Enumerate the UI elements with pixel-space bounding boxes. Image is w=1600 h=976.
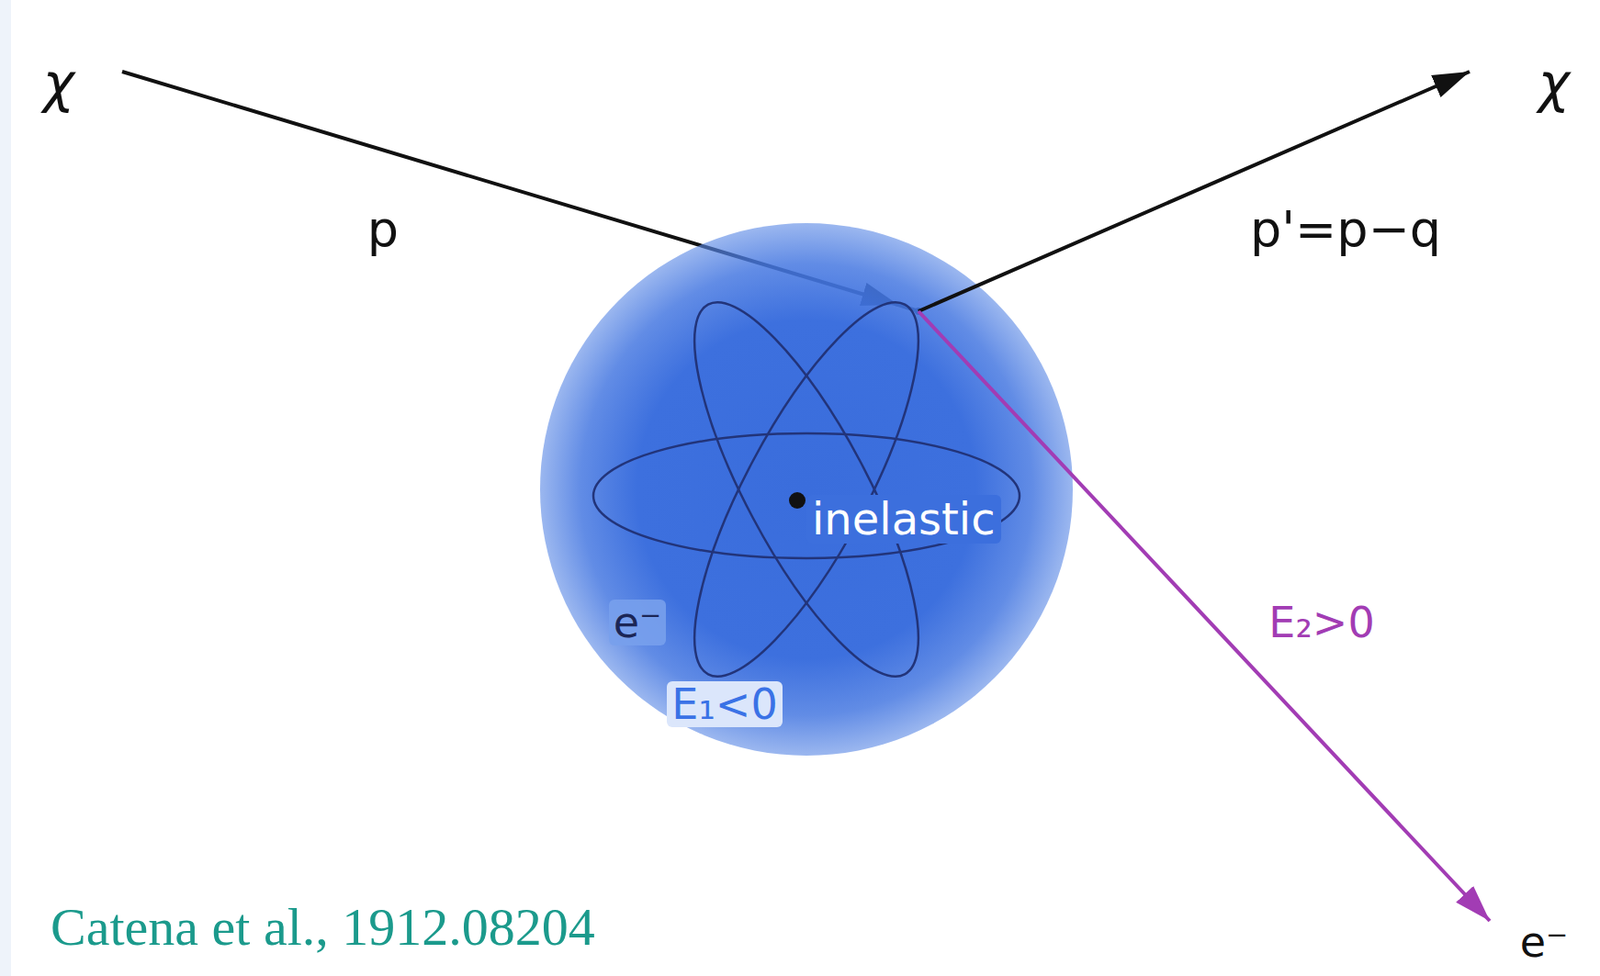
ejected-electron-line xyxy=(918,311,1490,922)
orbit xyxy=(654,276,959,704)
citation: Catena et al., 1912.08204 xyxy=(50,898,596,958)
electron-orbits xyxy=(540,223,1073,756)
outgoing-dm-line xyxy=(918,71,1470,312)
orbit xyxy=(654,276,959,704)
particle-symbol: χ xyxy=(1538,55,1570,114)
momentum-label: p xyxy=(367,202,399,257)
energy-label: E₁<0 xyxy=(666,681,782,729)
atom-cloud: inelastic xyxy=(540,223,1073,756)
process-label: inelastic xyxy=(806,495,1002,544)
electron-label: e⁻ xyxy=(1520,919,1569,967)
momentum-label: p'=p−q xyxy=(1250,202,1442,257)
nucleus xyxy=(788,492,806,509)
particle-symbol: χ xyxy=(43,55,75,114)
electron-label: e⁻ xyxy=(608,599,667,647)
side-strip xyxy=(0,0,12,976)
orbit xyxy=(593,433,1020,559)
energy-label: E₂>0 xyxy=(1268,599,1375,647)
